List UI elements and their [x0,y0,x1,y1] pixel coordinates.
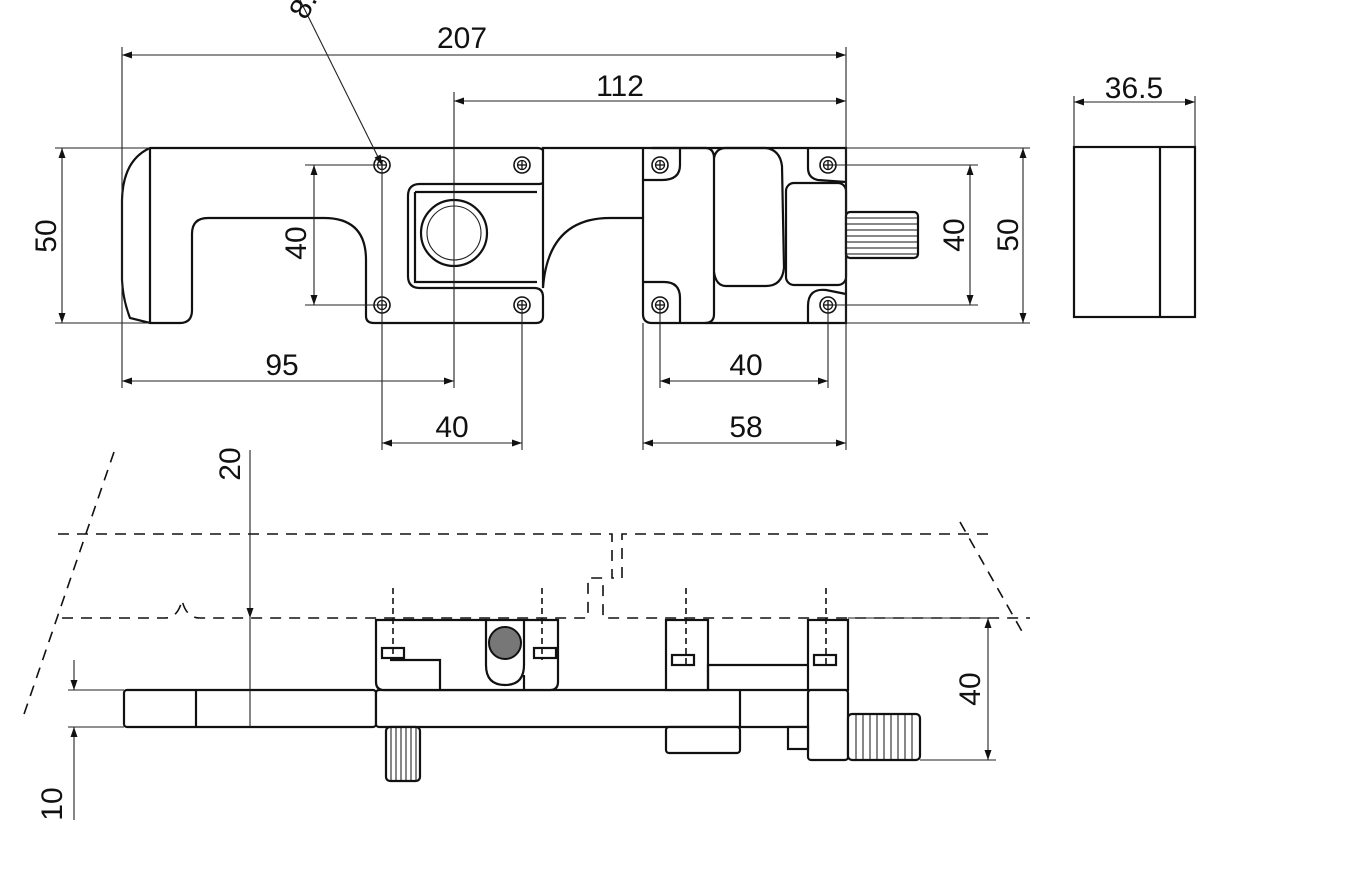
dim-95: 95 [265,349,298,382]
knurled-knob [844,210,920,260]
dim-50-left: 50 [30,219,63,252]
dim-50-right: 50 [992,218,1025,251]
end-view [1072,145,1197,319]
door-frame-outline [58,533,990,579]
screw-icon [513,156,531,174]
dim-40-side: 40 [954,672,987,705]
hook-body [120,146,547,325]
dim-207: 207 [437,22,487,55]
dim-40-bottom-right: 40 [729,349,762,382]
top-view [120,146,920,325]
dim-10: 10 [36,787,69,820]
dim-20: 20 [214,447,247,480]
dim-cut-label: 8. [283,0,324,24]
side-view [21,451,1030,783]
latch-body [541,146,848,325]
dim-40-holes-right: 40 [938,218,971,251]
dim-58: 58 [729,411,762,444]
dim-36-5: 36.5 [1105,72,1163,105]
side-dimension-lines [68,450,996,820]
screw-icon [651,156,669,174]
dim-40-holes-left: 40 [280,226,313,259]
dim-112: 112 [596,70,644,103]
dim-40-bottom-left: 40 [435,411,468,444]
top-dimension-lines [55,0,1196,450]
base-plate-right [374,688,812,729]
